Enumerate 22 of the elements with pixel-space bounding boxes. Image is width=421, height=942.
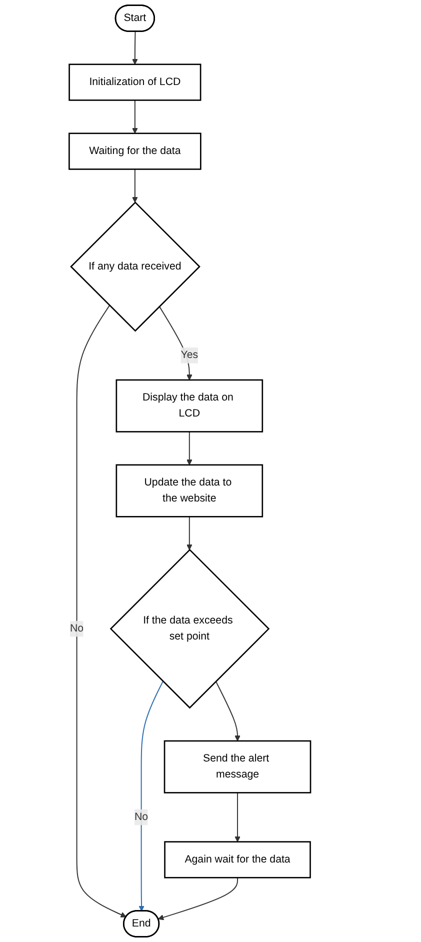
edge-label: Yes [180,349,198,361]
node-box: Update the data to the website [116,464,264,518]
arrow [76,304,126,918]
edge-label: No [134,811,148,823]
arrow [132,100,138,134]
arrow [186,431,192,466]
arrow [132,168,138,203]
node-box: Again wait for the data [164,841,311,878]
arrow [215,680,240,742]
node-diamond: If the data exceeds set point [110,548,270,709]
edge-label: No [70,622,84,634]
node-diamond: If any data received [70,201,200,332]
arrow [186,516,192,550]
arrow [234,792,240,842]
arrow [158,877,238,920]
arrow [158,306,192,380]
arrow [138,680,164,912]
node-box: Send the alert message [164,740,312,794]
node-box: Display the data on LCD [116,379,264,432]
node-box: Initialization of LCD [68,64,202,101]
node-box: Waiting for the data [68,132,202,170]
arrow [132,31,138,65]
